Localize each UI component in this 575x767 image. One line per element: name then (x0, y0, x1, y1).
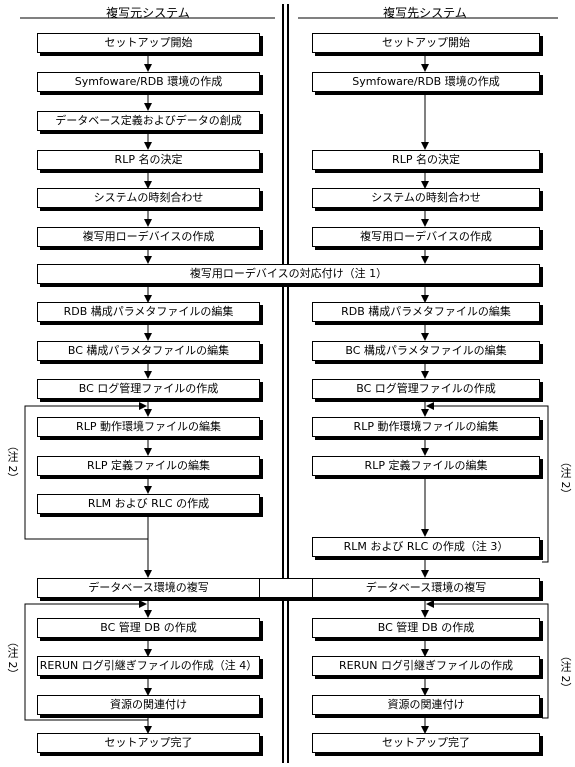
left-step-rlp-name: RLP 名の決定 (37, 150, 260, 170)
right-step-rlm-rlc: RLM および RLC の作成（注 3） (312, 537, 540, 557)
right-step-time-sync: システムの時刻合わせ (312, 188, 540, 208)
left-step-rerun-log: RERUN ログ引継ぎファイルの作成（注 4） (37, 656, 260, 676)
left-loop-note-1: （注 2） (6, 440, 19, 484)
left-step-rdb-param: RDB 構成パラメタファイルの編集 (37, 302, 260, 322)
right-step-rdb-env: Symfoware/RDB 環境の作成 (312, 72, 540, 92)
right-loop-note-1: （注 2） (559, 456, 572, 500)
shared-raw-device-mapping: 複写用ローデバイスの対応付け（注 1） (37, 264, 540, 284)
left-step-resource-link: 資源の関連付け (37, 695, 260, 715)
right-step-bc-db: BC 管理 DB の作成 (312, 618, 540, 638)
right-step-bc-log: BC ログ管理ファイルの作成 (312, 379, 540, 399)
right-step-rlp-name: RLP 名の決定 (312, 150, 540, 170)
right-step-rdb-param: RDB 構成パラメタファイルの編集 (312, 302, 540, 322)
right-loop-note-2: （注 2） (559, 650, 572, 694)
right-step-rlp-def: RLP 定義ファイルの編集 (312, 456, 540, 476)
right-step-resource-link: 資源の関連付け (312, 695, 540, 715)
left-step-setup-done: セットアップ完了 (37, 733, 260, 753)
left-step-rlm-rlc: RLM および RLC の作成 (37, 494, 260, 514)
left-step-time-sync: システムの時刻合わせ (37, 188, 260, 208)
left-step-setup-start: セットアップ開始 (37, 33, 260, 53)
left-step-rdb-env: Symfoware/RDB 環境の作成 (37, 72, 260, 92)
left-step-raw-device: 複写用ローデバイスの作成 (37, 227, 260, 247)
left-step-bc-log: BC ログ管理ファイルの作成 (37, 379, 260, 399)
left-step-rlp-def: RLP 定義ファイルの編集 (37, 456, 260, 476)
left-step-bc-param: BC 構成パラメタファイルの編集 (37, 341, 260, 361)
left-loop-note-2: （注 2） (6, 636, 19, 680)
right-step-setup-done: セットアップ完了 (312, 733, 540, 753)
left-step-db-copy: データベース環境の複写 (37, 578, 260, 598)
source-system-header: 複写元システム (106, 6, 190, 20)
left-step-bc-db: BC 管理 DB の作成 (37, 618, 260, 638)
left-step-db-define: データベース定義およびデータの創成 (37, 111, 260, 131)
right-step-rerun-log: RERUN ログ引継ぎファイルの作成 (312, 656, 540, 676)
right-step-raw-device: 複写用ローデバイスの作成 (312, 227, 540, 247)
right-step-setup-start: セットアップ開始 (312, 33, 540, 53)
right-step-db-copy: データベース環境の複写 (312, 578, 540, 598)
right-step-rlp-env: RLP 動作環境ファイルの編集 (312, 417, 540, 437)
dest-system-header: 複写先システム (383, 6, 467, 20)
right-step-bc-param: BC 構成パラメタファイルの編集 (312, 341, 540, 361)
left-step-rlp-env: RLP 動作環境ファイルの編集 (37, 417, 260, 437)
